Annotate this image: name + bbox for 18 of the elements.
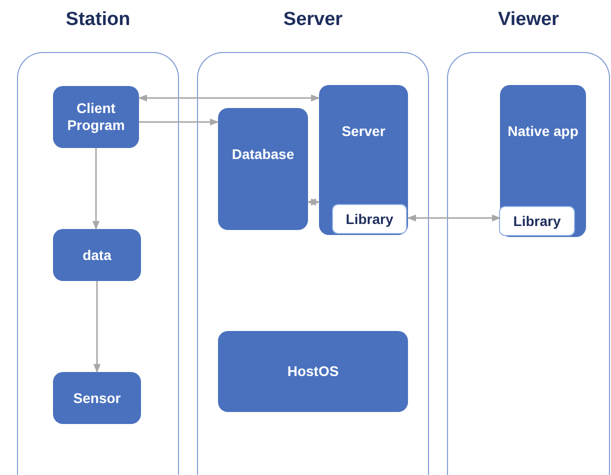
column-title: Station xyxy=(64,9,132,31)
process-box: Client Program xyxy=(53,86,139,148)
library-box: Library xyxy=(499,206,575,236)
arrow xyxy=(93,281,101,373)
arrow xyxy=(138,94,320,102)
process-box: Sensor xyxy=(53,372,141,424)
process-box: Native app Library xyxy=(500,85,586,237)
arrow xyxy=(307,198,320,206)
column-title: Viewer xyxy=(497,9,560,31)
library-box: Library xyxy=(332,204,407,234)
process-box: HostOS xyxy=(218,331,408,412)
column-title: Server xyxy=(282,9,344,31)
process-box: Server Library xyxy=(319,85,408,235)
arrow xyxy=(92,148,100,230)
process-box: Database xyxy=(218,108,308,230)
arrow xyxy=(139,118,219,126)
arrow xyxy=(407,214,501,222)
process-box: data xyxy=(53,229,141,281)
